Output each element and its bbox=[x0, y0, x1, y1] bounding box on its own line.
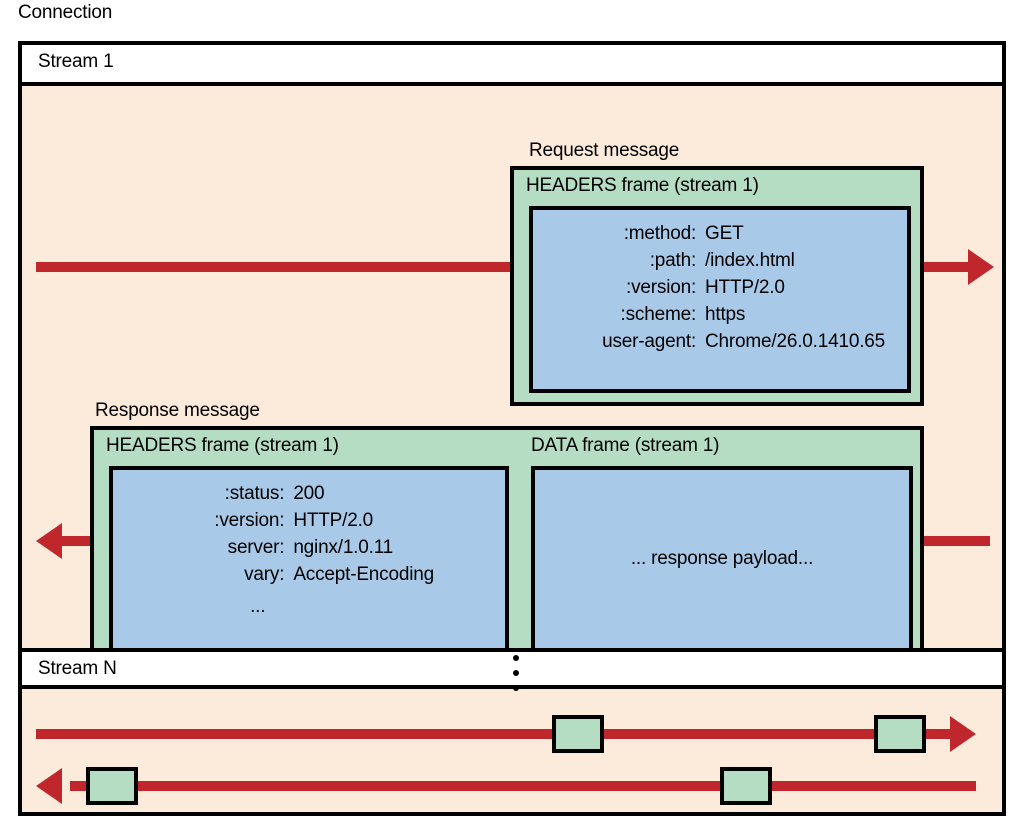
stream-n-outgoing-frame-blip-1 bbox=[552, 715, 604, 753]
table-row: :scheme: https bbox=[533, 301, 907, 328]
stream-1-label: Stream 1 bbox=[38, 51, 114, 72]
stream-n-incoming-arrow-line bbox=[70, 781, 976, 791]
response-header-key: vary: bbox=[244, 564, 285, 585]
request-arrow-line-right bbox=[920, 262, 976, 272]
table-row: ... bbox=[113, 588, 505, 620]
request-header-key: :scheme: bbox=[620, 304, 697, 325]
response-headers-table: :status: 200 :version: HTTP/2.0 server: … bbox=[113, 480, 505, 620]
request-header-value: GET bbox=[705, 223, 744, 244]
request-header-value: https bbox=[705, 304, 746, 325]
response-arrowhead-left-icon bbox=[36, 523, 62, 559]
request-header-key: :path: bbox=[649, 250, 697, 271]
stream-n-incoming-arrowhead-icon bbox=[36, 768, 62, 804]
request-header-value: Chrome/26.0.1410.65 bbox=[705, 331, 886, 352]
response-headers-frame-title: HEADERS frame (stream 1) bbox=[106, 435, 339, 456]
response-data-payload-text: ... response payload... bbox=[630, 548, 814, 569]
response-header-value: Accept-Encoding bbox=[293, 564, 434, 585]
response-data-payload-box: ... response payload... bbox=[531, 466, 913, 652]
request-arrow-line-left bbox=[36, 262, 510, 272]
response-headers-more: ... bbox=[250, 596, 266, 617]
response-frames-group: HEADERS frame (stream 1) :status: 200 :v… bbox=[90, 426, 924, 667]
table-row: :status: 200 bbox=[113, 480, 505, 507]
connection-frame: Stream 1 Request message HEADERS frame (… bbox=[18, 41, 1006, 816]
request-header-value: HTTP/2.0 bbox=[705, 277, 785, 298]
stream-n-label-bar: Stream N bbox=[22, 648, 1002, 691]
request-headers-frame: HEADERS frame (stream 1) :method: GET :p… bbox=[510, 166, 924, 406]
request-headers-frame-title: HEADERS frame (stream 1) bbox=[526, 175, 759, 196]
stream-1-body: Request message HEADERS frame (stream 1)… bbox=[22, 86, 1002, 667]
response-header-value: nginx/1.0.11 bbox=[293, 537, 394, 558]
request-headers-payload-box: :method: GET :path: /index.html :version… bbox=[529, 206, 911, 393]
request-header-value: /index.html bbox=[705, 250, 795, 271]
stream-1-label-bar: Stream 1 bbox=[22, 45, 1002, 86]
stream-n-outgoing-frame-blip-2 bbox=[874, 715, 926, 753]
stream-n-body bbox=[22, 689, 1002, 812]
response-header-value: HTTP/2.0 bbox=[293, 510, 374, 531]
stream-n-outgoing-arrowhead-icon bbox=[950, 716, 976, 752]
connection-label: Connection bbox=[18, 2, 113, 23]
request-header-key: user-agent: bbox=[602, 331, 697, 352]
response-headers-more-spacer bbox=[293, 588, 505, 620]
table-row: vary: Accept-Encoding bbox=[113, 561, 505, 588]
table-row: :version: HTTP/2.0 bbox=[533, 274, 907, 301]
stream-gap-ellipsis-icon bbox=[511, 655, 521, 691]
stream-n-incoming-frame-blip-1 bbox=[86, 767, 138, 805]
table-row: :method: GET bbox=[533, 220, 907, 247]
response-header-key: :version: bbox=[214, 510, 285, 531]
response-headers-payload-box: :status: 200 :version: HTTP/2.0 server: … bbox=[109, 466, 509, 652]
table-row: :version: HTTP/2.0 bbox=[113, 507, 505, 534]
request-message-caption: Request message bbox=[529, 140, 680, 161]
response-header-key: :status: bbox=[224, 483, 285, 504]
request-header-key: :method: bbox=[623, 223, 697, 244]
response-message-caption: Response message bbox=[95, 400, 260, 421]
response-arrow-line-left bbox=[60, 536, 92, 546]
table-row: server: nginx/1.0.11 bbox=[113, 534, 505, 561]
stream-n-outgoing-arrow-line bbox=[36, 729, 958, 739]
response-arrow-line-right bbox=[922, 536, 990, 546]
stream-n-incoming-frame-blip-2 bbox=[720, 767, 772, 805]
table-row: :path: /index.html bbox=[533, 247, 907, 274]
request-arrowhead-right-icon bbox=[968, 249, 994, 285]
request-header-key: :version: bbox=[626, 277, 697, 298]
response-header-key: server: bbox=[227, 537, 285, 558]
table-row: user-agent: Chrome/26.0.1410.65 bbox=[533, 328, 907, 355]
response-data-frame-title: DATA frame (stream 1) bbox=[531, 435, 720, 456]
response-header-value: 200 bbox=[293, 483, 325, 504]
stream-n-label: Stream N bbox=[38, 658, 117, 679]
request-headers-table: :method: GET :path: /index.html :version… bbox=[533, 220, 907, 355]
